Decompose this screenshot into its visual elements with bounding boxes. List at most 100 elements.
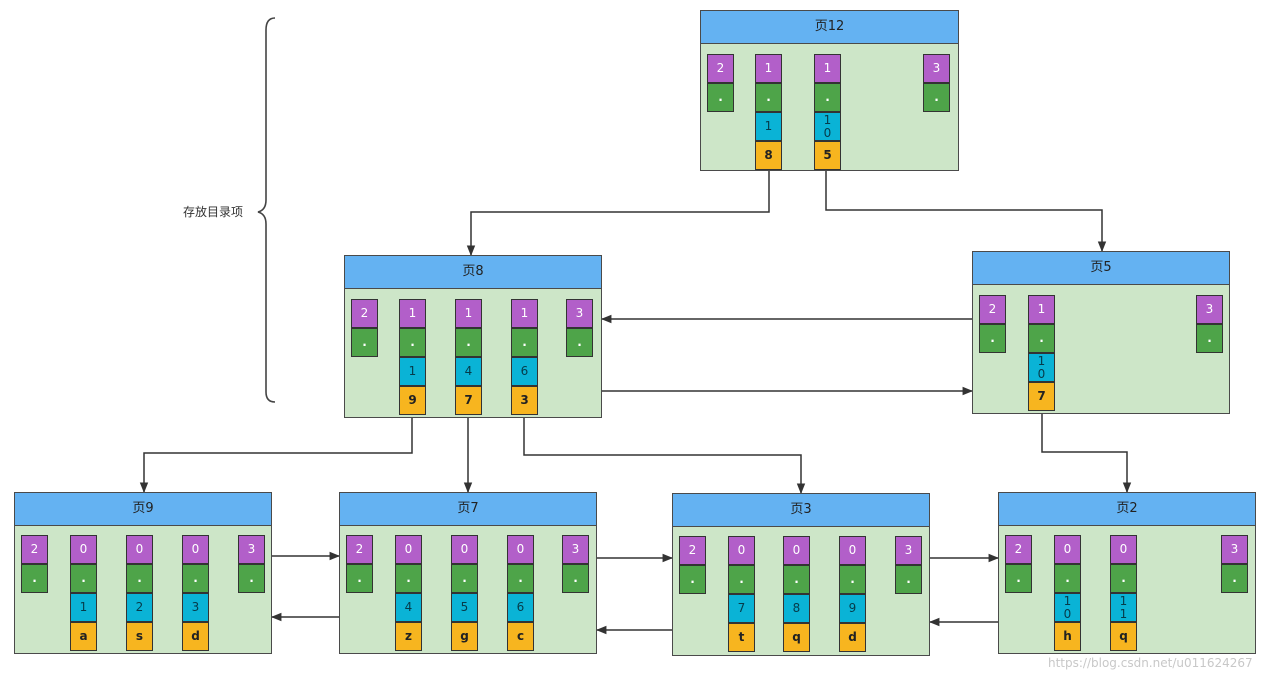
child-or-value-cell: d (182, 622, 209, 651)
key-cell: 5 (451, 593, 478, 622)
record-type-cell: 3 (1221, 535, 1248, 564)
next-pointer-cell: . (755, 83, 782, 112)
child-or-value-cell: a (70, 622, 97, 651)
record-type-cell: 3 (923, 54, 950, 83)
next-pointer-cell: . (1028, 324, 1055, 353)
next-pointer-cell: . (707, 83, 734, 112)
record-type-cell: 2 (346, 535, 373, 564)
page-3-title: 页3 (673, 494, 929, 527)
next-pointer-cell: . (1054, 564, 1081, 593)
next-pointer-cell: . (783, 565, 810, 594)
page-5-title: 页5 (973, 252, 1229, 285)
page-12-title: 页12 (701, 11, 958, 44)
key-cell: 3 (182, 593, 209, 622)
key-cell: 9 (839, 594, 866, 623)
record-type-cell: 0 (839, 536, 866, 565)
next-pointer-cell: . (511, 328, 538, 357)
child-or-value-cell: s (126, 622, 153, 651)
key-cell: 1 (399, 357, 426, 386)
key-cell: 7 (728, 594, 755, 623)
record-type-cell: 2 (679, 536, 706, 565)
key-cell: 1 (755, 112, 782, 141)
record-type-cell: 0 (70, 535, 97, 564)
next-pointer-cell: . (451, 564, 478, 593)
pointer-arrow-p12-to-p8 (466, 168, 770, 257)
record-type-cell: 3 (895, 536, 922, 565)
record-type-cell: 2 (351, 299, 378, 328)
record-type-cell: 1 (755, 54, 782, 83)
record-type-cell: 1 (814, 54, 841, 83)
child-or-value-cell: c (507, 622, 534, 651)
next-pointer-cell: . (346, 564, 373, 593)
record-type-cell: 0 (1054, 535, 1081, 564)
record-type-cell: 3 (566, 299, 593, 328)
next-pointer-cell: . (566, 328, 593, 357)
child-or-value-cell: d (839, 623, 866, 652)
child-or-value-cell: 7 (455, 386, 482, 415)
key-cell: 2 (126, 593, 153, 622)
next-pointer-cell: . (814, 83, 841, 112)
record-type-cell: 3 (1196, 295, 1223, 324)
child-or-value-cell: 5 (814, 141, 841, 170)
record-type-cell: 3 (562, 535, 589, 564)
child-or-value-cell: q (1110, 622, 1137, 651)
record-type-cell: 3 (238, 535, 265, 564)
pointer-arrow-p8-to-p3 (523, 415, 806, 495)
pointer-arrow-p5-to-p2 (1041, 410, 1132, 494)
page-9-title: 页9 (15, 493, 271, 526)
key-cell: 4 (395, 593, 422, 622)
record-type-cell: 1 (399, 299, 426, 328)
next-pointer-cell: . (182, 564, 209, 593)
record-type-cell: 0 (451, 535, 478, 564)
next-pointer-cell: . (1005, 564, 1032, 593)
record-type-cell: 0 (126, 535, 153, 564)
key-cell: 1 (70, 593, 97, 622)
record-type-cell: 2 (21, 535, 48, 564)
record-type-cell: 0 (1110, 535, 1137, 564)
record-type-cell: 0 (728, 536, 755, 565)
next-pointer-cell: . (895, 565, 922, 594)
next-pointer-cell: . (679, 565, 706, 594)
record-type-cell: 2 (979, 295, 1006, 324)
pointer-arrow-p8-to-p9 (139, 415, 413, 494)
record-type-cell: 2 (707, 54, 734, 83)
pointer-arrow-p12-to-p5 (825, 168, 1107, 253)
child-or-value-cell: z (395, 622, 422, 651)
next-pointer-cell: . (979, 324, 1006, 353)
next-pointer-cell: . (70, 564, 97, 593)
directory-records-label: 存放目录项 (183, 205, 244, 219)
next-pointer-cell: . (351, 328, 378, 357)
next-pointer-cell: . (399, 328, 426, 357)
next-pointer-cell: . (126, 564, 153, 593)
next-pointer-cell: . (1110, 564, 1137, 593)
record-type-cell: 2 (1005, 535, 1032, 564)
child-or-value-cell: 3 (511, 386, 538, 415)
child-or-value-cell: 7 (1028, 382, 1055, 411)
record-type-cell: 0 (507, 535, 534, 564)
next-pointer-cell: . (507, 564, 534, 593)
next-pointer-cell: . (562, 564, 589, 593)
next-pointer-cell: . (923, 83, 950, 112)
page-2-title: 页2 (999, 493, 1255, 526)
next-pointer-cell: . (1221, 564, 1248, 593)
record-type-cell: 1 (455, 299, 482, 328)
brace-icon (257, 17, 276, 403)
next-pointer-cell: . (839, 565, 866, 594)
key-cell: 4 (455, 357, 482, 386)
page-8-title: 页8 (345, 256, 601, 289)
record-type-cell: 0 (395, 535, 422, 564)
child-or-value-cell: t (728, 623, 755, 652)
watermark: https://blog.csdn.net/u011624267 (1048, 656, 1253, 670)
record-type-cell: 1 (1028, 295, 1055, 324)
